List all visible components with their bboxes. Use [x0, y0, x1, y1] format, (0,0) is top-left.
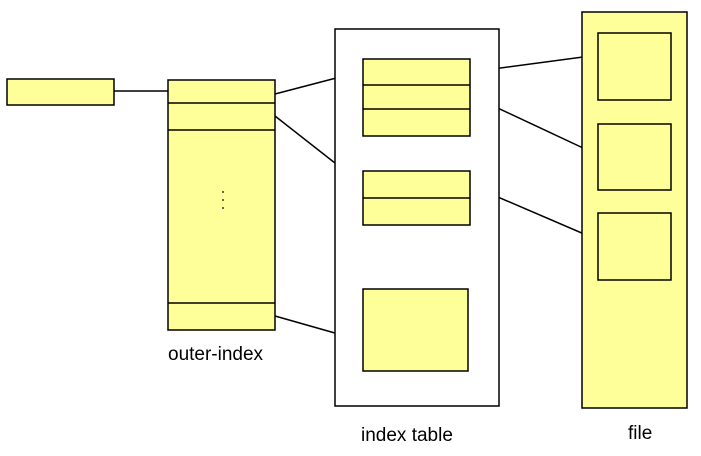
file-label: file	[628, 423, 653, 444]
outer-index-label: outer-index	[168, 344, 264, 365]
index-pointer-block	[6, 78, 115, 106]
index-table-block-3	[362, 288, 469, 372]
file-block-2	[597, 123, 672, 191]
index-table-label: index table	[361, 425, 453, 446]
ellipsis-dot	[222, 199, 224, 201]
ellipsis-dot	[222, 207, 224, 209]
outer-index-table	[167, 79, 276, 331]
ellipsis-dot	[222, 191, 224, 193]
file-block-3	[597, 212, 672, 281]
index-table-block-1	[362, 58, 471, 137]
file-block-1	[597, 32, 672, 101]
